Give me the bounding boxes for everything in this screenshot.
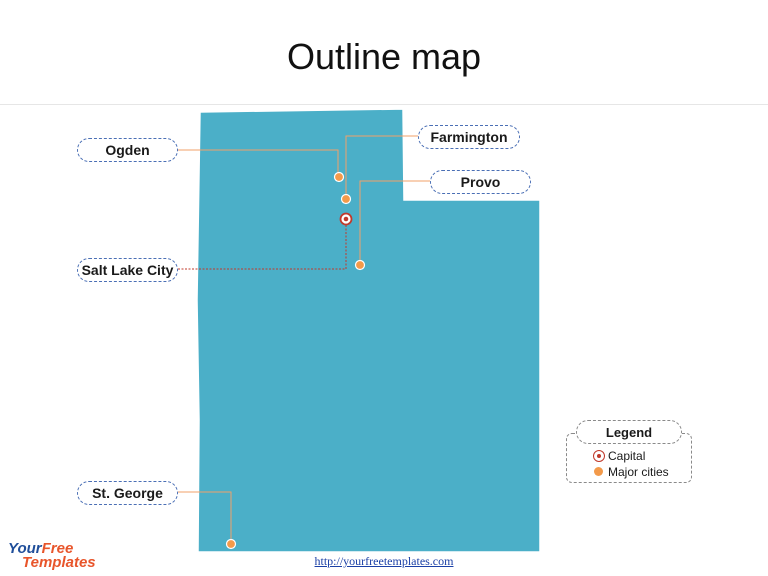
callout-st-george[interactable]: St. George xyxy=(77,481,178,505)
utah-state-shape xyxy=(196,108,541,553)
city-marker-farmington[interactable] xyxy=(340,193,352,205)
title-divider xyxy=(0,104,768,105)
callout-ogden[interactable]: Ogden xyxy=(77,138,178,162)
legend-row-capital: Capital xyxy=(592,449,645,463)
legend-capital-label: Capital xyxy=(608,449,646,463)
capital-marker-salt-lake-city[interactable] xyxy=(339,212,353,226)
leader-line-ogden xyxy=(178,149,339,176)
city-marker-provo[interactable] xyxy=(354,259,366,271)
yourfreetemplates-logo[interactable]: YourFree Templates xyxy=(8,540,108,572)
leader-line-salt-lake-city xyxy=(178,220,347,270)
leader-line-farmington xyxy=(345,135,418,198)
callout-provo[interactable]: Provo xyxy=(430,170,531,194)
legend-row-major-cities: Major cities xyxy=(592,465,669,479)
callout-salt-lake-city[interactable]: Salt Lake City xyxy=(77,258,178,282)
callout-provo-label: Provo xyxy=(460,174,501,190)
city-marker-st-george[interactable] xyxy=(225,538,237,550)
logo-text-your: Your xyxy=(8,540,42,557)
legend-major-cities-label: Major cities xyxy=(608,465,669,479)
leader-line-provo xyxy=(359,180,430,264)
callout-ogden-label: Ogden xyxy=(105,142,150,158)
footer-url-link[interactable]: http://yourfreetemplates.com xyxy=(314,554,454,568)
major-city-icon xyxy=(592,465,606,479)
callout-salt-lake-city-label: Salt Lake City xyxy=(81,262,174,278)
callout-st-george-label: St. George xyxy=(92,485,163,501)
legend-title: Legend xyxy=(576,420,682,444)
leader-line-st-george xyxy=(178,491,232,543)
logo-text-free: Free xyxy=(41,540,74,557)
page-title: Outline map xyxy=(286,36,482,77)
logo-text-templates: Templates xyxy=(22,554,96,571)
city-marker-ogden[interactable] xyxy=(333,171,345,183)
callout-farmington[interactable]: Farmington xyxy=(418,125,520,149)
callout-farmington-label: Farmington xyxy=(430,129,508,145)
capital-icon xyxy=(592,449,606,463)
